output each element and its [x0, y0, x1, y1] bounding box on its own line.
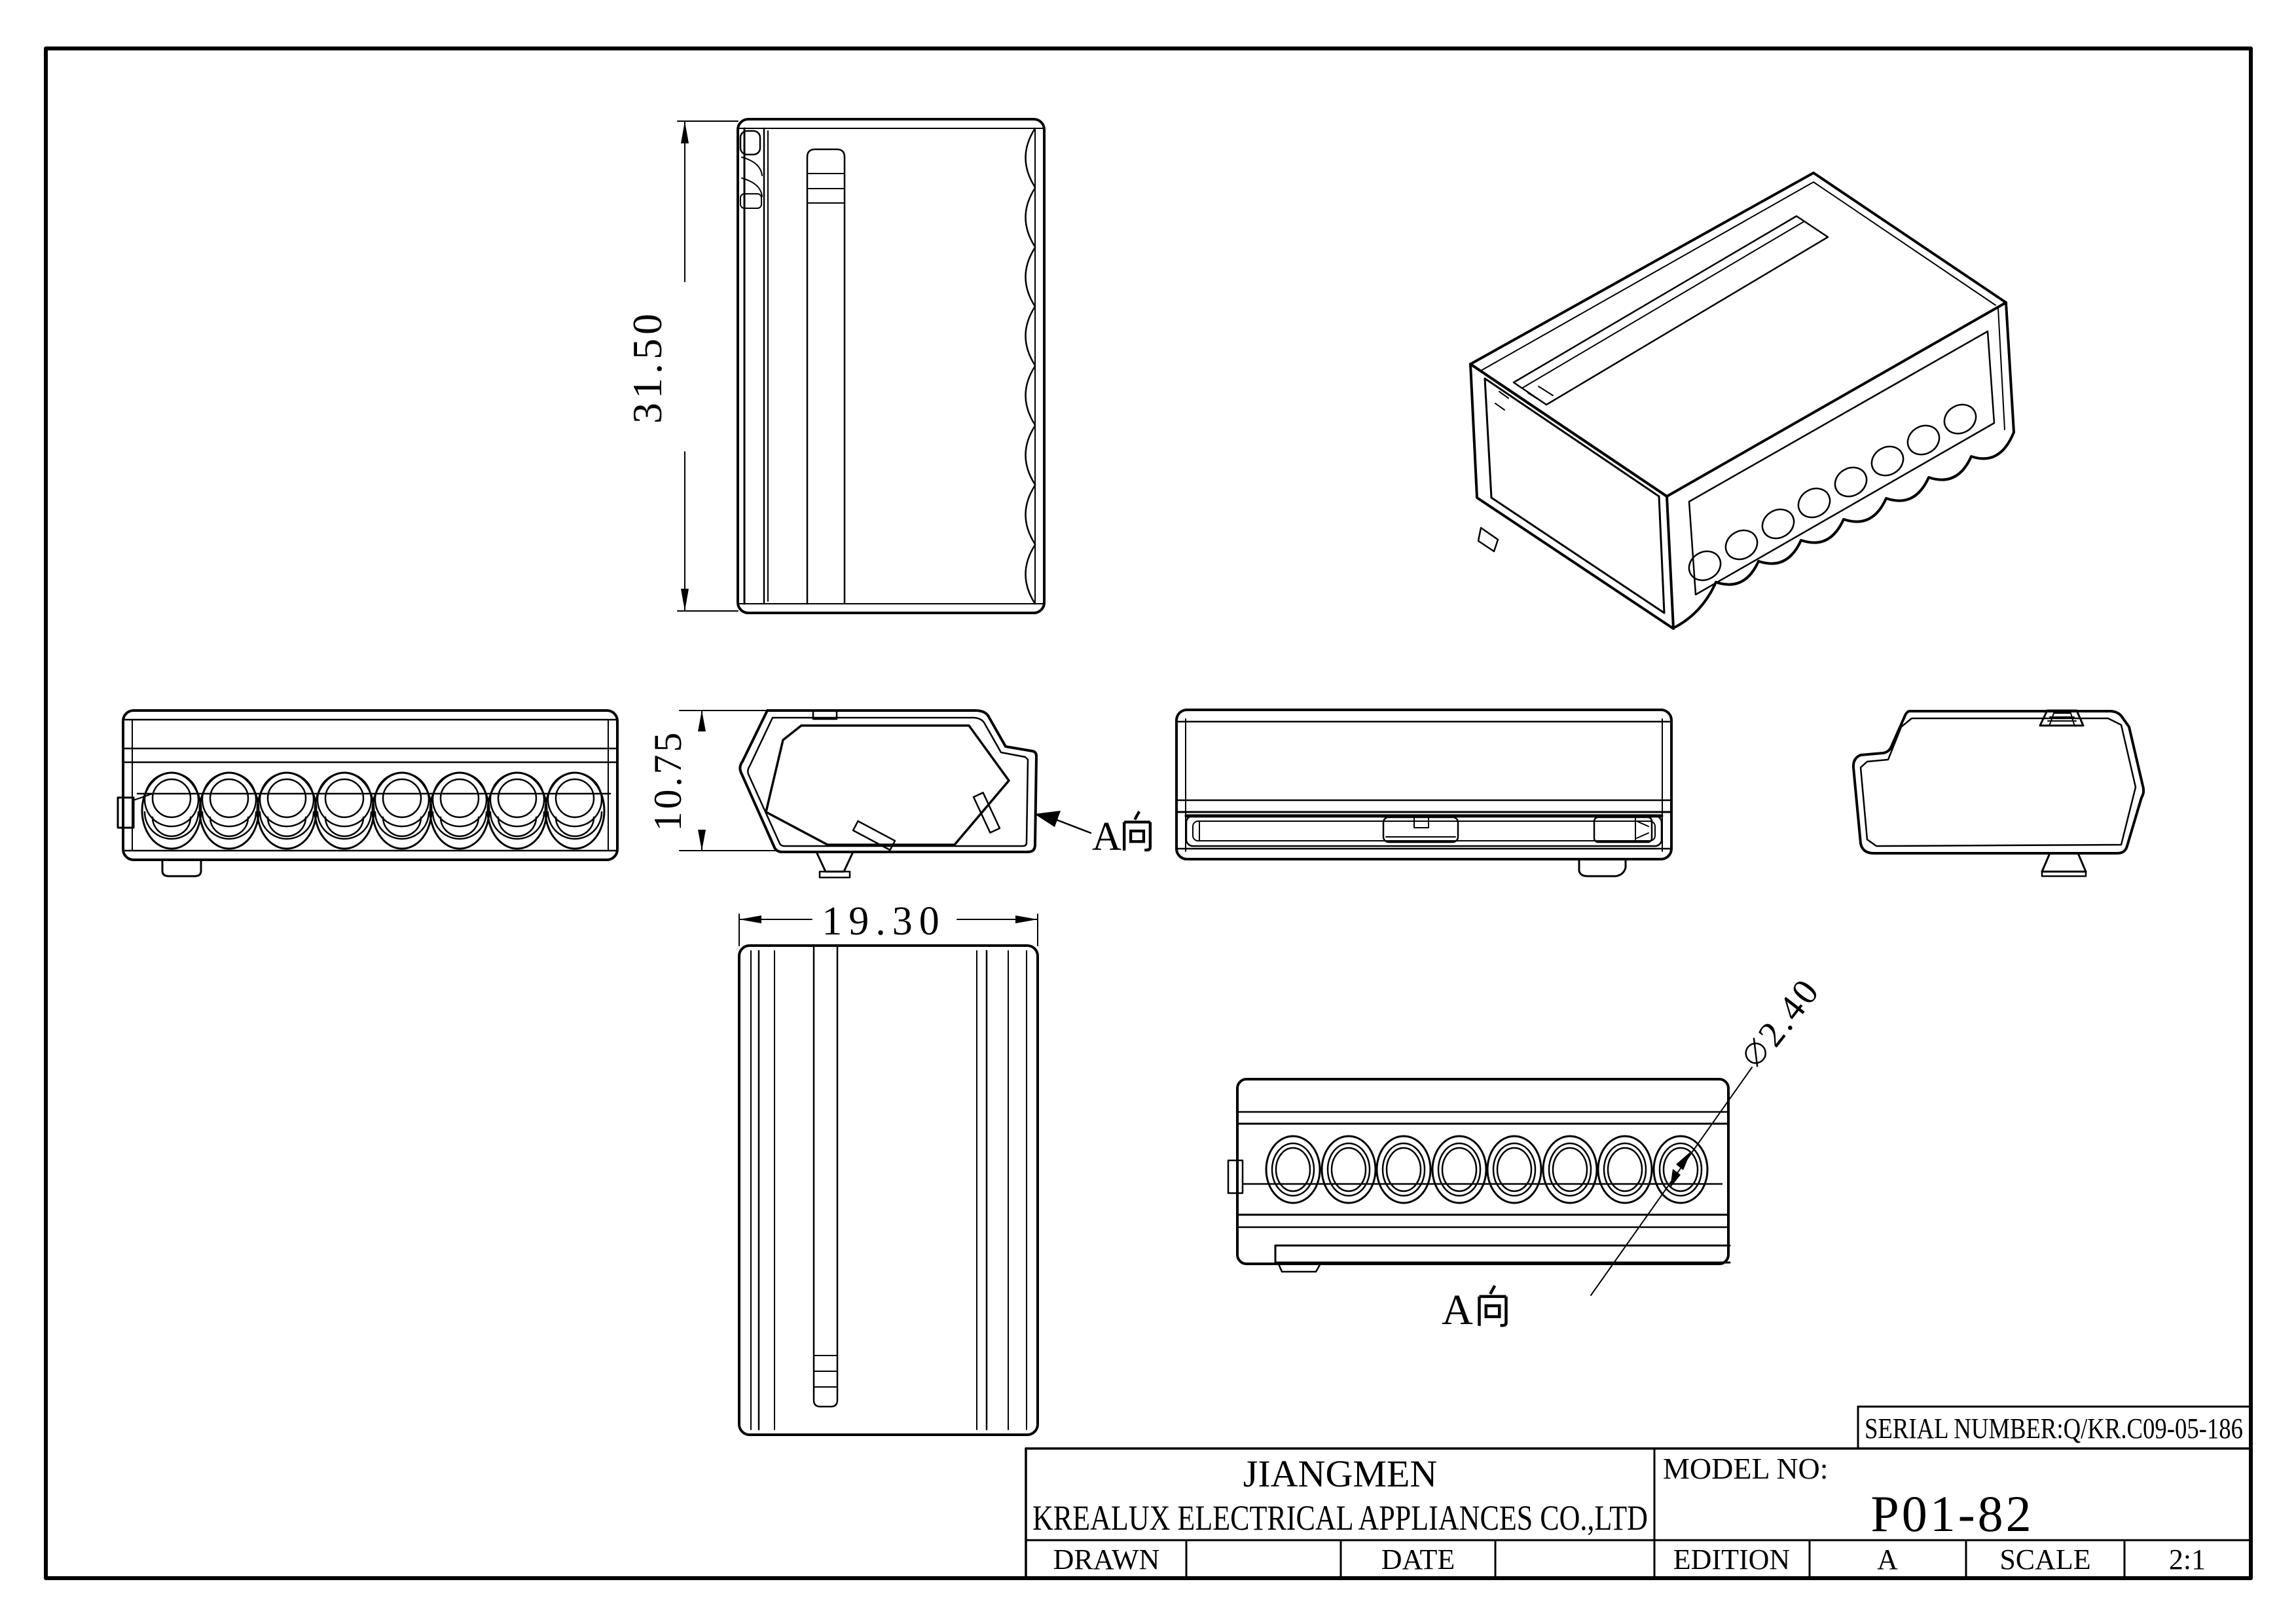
- view-side-a: 10.75 A: [646, 709, 1152, 879]
- dim-text-hole-diameter: 2.40: [1751, 970, 1829, 1054]
- view-a-direction-callout: A: [1034, 811, 1152, 859]
- date-label: DATE: [1381, 1543, 1455, 1576]
- dim-arrow-up-icon: [681, 121, 689, 143]
- title-block: SERIAL NUMBER:Q/KR.C09-05-186 JIANGMEN K…: [1025, 1405, 2252, 1579]
- view-a-holes: [1243, 1135, 1723, 1204]
- dim-arrow-up-icon: [698, 710, 706, 731]
- view-a-caption-letter: A: [1442, 1286, 1473, 1334]
- xiang-character-glyph: [1478, 1285, 1508, 1327]
- drawn-label: DRAWN: [1053, 1543, 1160, 1576]
- view-right-profile: [1851, 709, 2145, 877]
- edition-value: A: [1877, 1543, 1898, 1576]
- model-no-label: MODEL NO:: [1663, 1452, 1829, 1485]
- leader-arrow-icon: [1670, 1169, 1681, 1188]
- view-front: [117, 709, 619, 877]
- view-a-arrow-letter: A: [1092, 815, 1121, 859]
- sheet-border: [44, 46, 2253, 1580]
- leader-arrow-icon: [1676, 1151, 1691, 1170]
- xiang-character-glyph: [1122, 811, 1152, 852]
- dim-text-front-height: 31.50: [624, 310, 670, 424]
- scale-label: SCALE: [1999, 1543, 2090, 1576]
- view-a-detail: 2.40 A: [1227, 970, 1829, 1334]
- scale-value: 2:1: [2169, 1543, 2206, 1576]
- model-number: P01-82: [1870, 1485, 2033, 1542]
- company-name-line2: KREALUX ELECTRICAL APPLIANCES CO.,LTD: [1032, 1498, 1648, 1538]
- dim-text-bottom-width: 19.30: [822, 899, 946, 944]
- dimension-19-30: 19.30: [738, 899, 1038, 946]
- dim-arrow-left-icon: [739, 915, 761, 923]
- view-a-caption: A: [1442, 1285, 1508, 1334]
- view-bottom: 19.30: [738, 899, 1039, 1436]
- dim-arrow-right-icon: [1015, 915, 1038, 923]
- dim-arrow-down-icon: [698, 830, 706, 851]
- edition-label: EDITION: [1673, 1543, 1790, 1576]
- dim-text-side-height: 10.75: [646, 730, 689, 832]
- view-a-arrow-icon: [1034, 811, 1061, 827]
- serial-number: SERIAL NUMBER:Q/KR.C09-05-186: [1865, 1412, 2243, 1445]
- dimension-hole-diameter: 2.40: [1590, 970, 1829, 1296]
- view-isometric: [1469, 172, 2015, 630]
- dim-arrow-down-icon: [681, 589, 689, 611]
- diameter-symbol-icon: [1745, 1043, 1766, 1064]
- dimension-10-75: 10.75: [646, 710, 778, 851]
- front-wire-entries: [136, 771, 611, 850]
- dimension-31-50: 31.50: [624, 120, 738, 612]
- company-name-line1: JIANGMEN: [1243, 1452, 1437, 1495]
- view-back: [1175, 709, 1673, 877]
- view-top: 31.50: [624, 118, 1046, 614]
